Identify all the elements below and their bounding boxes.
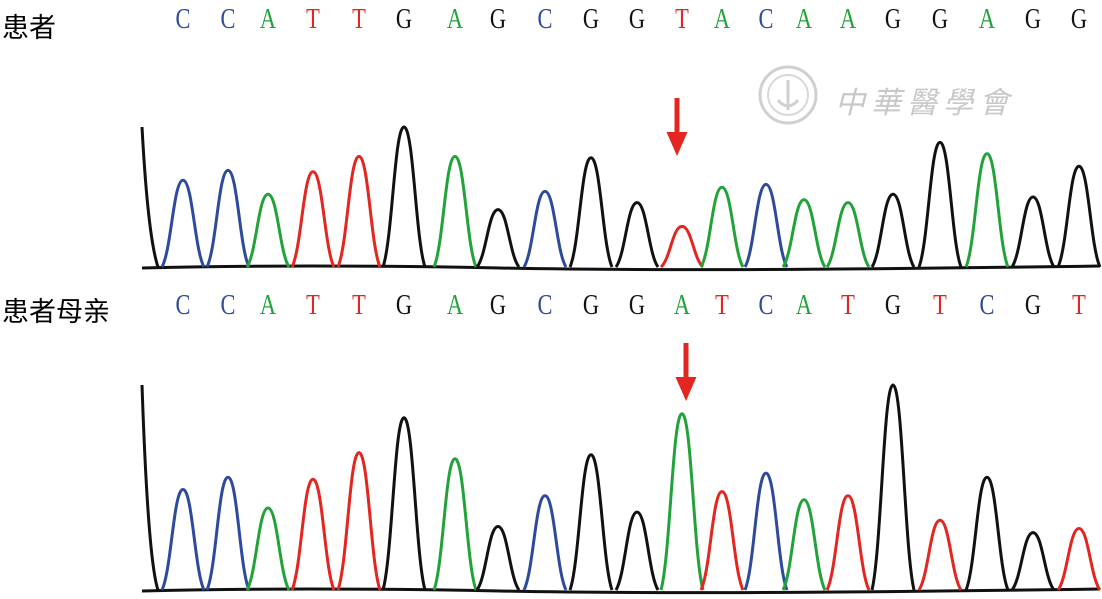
peak-T xyxy=(336,451,382,591)
peak-T xyxy=(659,224,705,269)
peak-A xyxy=(245,192,291,268)
peak-G xyxy=(475,208,521,268)
base-call-G: G xyxy=(628,290,646,321)
peak-A xyxy=(825,201,871,268)
peak-G xyxy=(1010,195,1056,268)
base-call-C: C xyxy=(758,290,774,321)
peak-G xyxy=(381,125,427,268)
peak-G xyxy=(614,510,660,591)
trace-start xyxy=(140,384,160,591)
base-call-T: T xyxy=(841,290,855,321)
base-call-G: G xyxy=(884,4,902,35)
peak-G xyxy=(1056,164,1102,268)
peak-C xyxy=(522,189,568,268)
peak-G xyxy=(475,524,521,591)
base-call-C: C xyxy=(220,290,236,321)
base-call-C: C xyxy=(220,4,236,35)
base-call-A: A xyxy=(795,4,813,35)
base-call-C: C xyxy=(537,290,553,321)
peak-A xyxy=(781,198,827,268)
base-call-T: T xyxy=(675,4,689,35)
peak-A xyxy=(699,185,745,268)
base-call-T: T xyxy=(715,290,729,321)
peak-T xyxy=(290,477,336,591)
base-call-A: A xyxy=(713,4,731,35)
watermark-text: 中華醫學會 xyxy=(835,86,1015,121)
base-call-G: G xyxy=(884,290,902,321)
base-call-A: A xyxy=(446,290,464,321)
peak-A xyxy=(964,152,1010,268)
peak-C xyxy=(743,182,789,268)
baseline xyxy=(141,264,1101,272)
peak-A xyxy=(432,154,478,268)
base-call-C: C xyxy=(537,4,553,35)
base-call-C: C xyxy=(175,4,191,35)
base-call-A: A xyxy=(259,290,277,321)
peak-C xyxy=(160,488,206,591)
base-call-G: G xyxy=(395,4,413,35)
base-call-A: A xyxy=(978,4,996,35)
peak-A xyxy=(432,457,478,591)
base-call-G: G xyxy=(582,4,600,35)
base-call-G: G xyxy=(1024,290,1042,321)
base-call-T: T xyxy=(1072,290,1086,321)
mutation-arrow-icon xyxy=(666,98,688,156)
base-call-G: G xyxy=(1070,4,1088,35)
peak-G xyxy=(917,140,963,268)
peak-A xyxy=(659,412,705,591)
base-call-T: T xyxy=(933,290,947,321)
base-call-T: T xyxy=(306,290,320,321)
base-call-G: G xyxy=(1024,4,1042,35)
base-call-G: G xyxy=(489,4,507,35)
peak-C xyxy=(205,168,251,268)
base-call-C: C xyxy=(175,290,191,321)
peak-T xyxy=(699,490,745,591)
base-call-G: G xyxy=(395,290,413,321)
base-call-A: A xyxy=(839,4,857,35)
peak-G xyxy=(381,416,427,591)
peak-G xyxy=(1010,531,1056,591)
base-call-G: G xyxy=(489,290,507,321)
patient-label: 患者 xyxy=(2,13,56,44)
trace-start xyxy=(140,126,160,268)
base-call-A: A xyxy=(673,290,691,321)
base-call-T: T xyxy=(352,4,366,35)
base-call-T: T xyxy=(352,290,366,321)
base-call-C: C xyxy=(979,290,995,321)
peak-T xyxy=(290,170,336,268)
peak-G xyxy=(568,156,614,268)
baseline xyxy=(141,587,1101,595)
base-call-C: C xyxy=(758,4,774,35)
peak-C xyxy=(522,494,568,591)
peak-T xyxy=(1056,526,1102,591)
base-call-G: G xyxy=(582,290,600,321)
peak-T xyxy=(336,154,382,268)
peak-G xyxy=(870,192,916,268)
base-call-G: G xyxy=(628,4,646,35)
peak-C xyxy=(743,471,789,591)
base-call-A: A xyxy=(259,4,277,35)
peak-A xyxy=(781,498,827,591)
base-call-A: A xyxy=(795,290,813,321)
mother-label: 患者母亲 xyxy=(2,297,110,328)
peak-C xyxy=(160,178,206,268)
peak-G xyxy=(870,383,916,591)
peak-C xyxy=(205,475,251,591)
peak-G xyxy=(568,453,614,591)
mutation-arrow-icon xyxy=(675,343,697,401)
base-call-G: G xyxy=(931,4,949,35)
peak-A xyxy=(245,506,291,591)
peak-G xyxy=(614,201,660,268)
base-call-A: A xyxy=(446,4,464,35)
peak-T xyxy=(917,518,963,591)
peak-T xyxy=(825,494,871,591)
base-call-T: T xyxy=(306,4,320,35)
peak-G xyxy=(964,475,1010,591)
